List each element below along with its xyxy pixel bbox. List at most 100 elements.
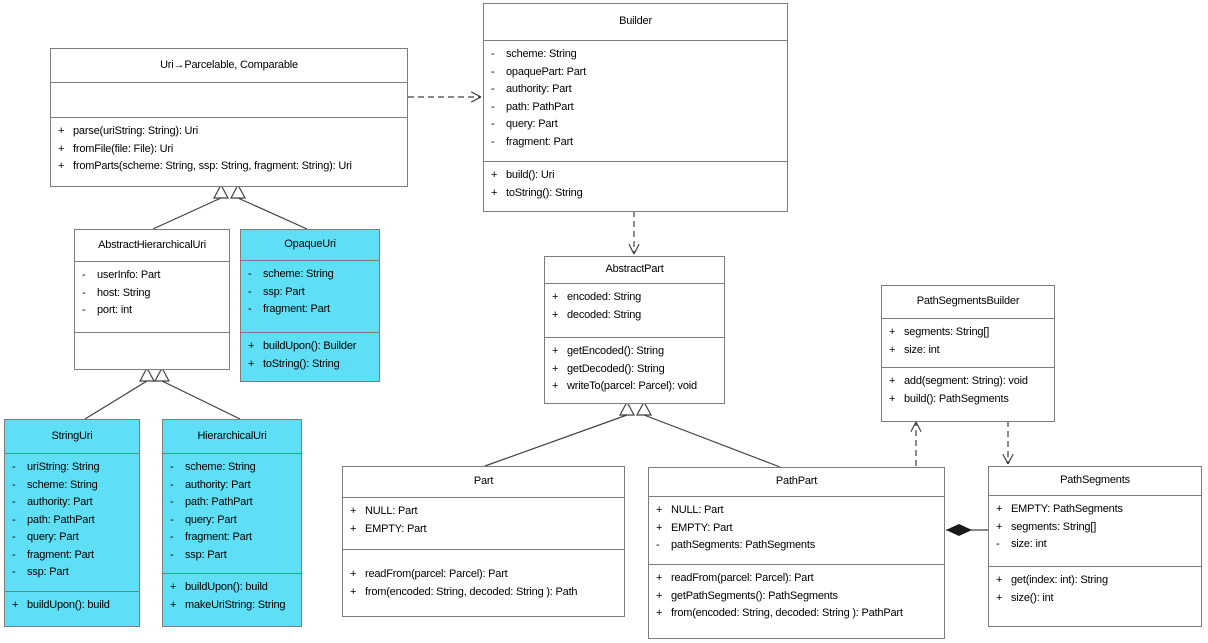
- member-text: toString(): String: [263, 357, 340, 370]
- visibility-sign: -: [12, 478, 16, 491]
- builder-attribute-row: -scheme: String: [491, 46, 783, 64]
- string-uri-attribute-row: -authority: Part: [12, 494, 135, 512]
- member-text: authority: Part: [185, 478, 251, 491]
- builder-attribute-row: -opaquePart: Part: [491, 64, 783, 82]
- composition-diamond: [946, 524, 972, 536]
- abstract-part-method-row: +getDecoded(): String: [552, 361, 720, 379]
- builder-methods-section: +build(): Uri+toString(): String: [484, 161, 787, 211]
- opaque-uri-method-row: +toString(): String: [248, 356, 375, 374]
- visibility-sign: -: [12, 531, 16, 543]
- member-text: fragment: Part: [263, 303, 330, 315]
- visibility-sign: +: [170, 581, 177, 593]
- class-uri[interactable]: Uri→Parcelable, Comparable +parse(uriStri…: [50, 48, 408, 187]
- string-uri-attribute-row: -uriString: String: [12, 459, 135, 477]
- abstract-part-method-row: +getEncoded(): String: [552, 343, 720, 361]
- path-segments-builder-method-row: +build(): PathSegments: [889, 391, 1050, 409]
- part-attribute-row: +NULL: Part: [350, 503, 620, 521]
- abstract-part-attributes-section: +encoded: String+decoded: String: [545, 284, 724, 337]
- visibility-sign: +: [552, 291, 559, 303]
- visibility-sign: +: [996, 574, 1003, 586]
- visibility-sign: -: [170, 478, 174, 491]
- open-arrowhead: [628, 243, 635, 255]
- visibility-sign: -: [12, 513, 16, 526]
- string-uri-attribute-row: -ssp: Part: [12, 564, 135, 582]
- member-text: query: Part: [506, 118, 558, 130]
- member-text: NULL: Part: [365, 505, 418, 517]
- member-text: fromParts(scheme: String, ssp: String, f…: [73, 160, 352, 172]
- visibility-sign: +: [996, 520, 1003, 533]
- member-text: path: PathPart: [185, 496, 253, 508]
- member-text: EMPTY: Part: [365, 522, 427, 535]
- open-arrowhead: [915, 421, 922, 433]
- hierarchical-uri-attribute-row: -ssp: Part: [170, 547, 297, 565]
- member-text: size: int: [1011, 538, 1047, 550]
- class-title-path-segments: PathSegments: [989, 467, 1201, 496]
- dependency-builder-to-abstract-part: [628, 211, 640, 255]
- class-path-segments-builder[interactable]: PathSegmentsBuilder+segments: String[]+s…: [881, 285, 1055, 422]
- member-text: readFrom(parcel: Parcel): Part: [671, 572, 814, 584]
- path-segments-builder-attributes-section: +segments: String[]+size: int: [882, 319, 1054, 367]
- open-arrowhead: [470, 96, 482, 103]
- path-segments-builder-attribute-row: +segments: String[]: [889, 324, 1050, 342]
- class-part[interactable]: Part+NULL: Part+EMPTY: Part+readFrom(par…: [342, 466, 625, 617]
- member-text: fromFile(file: File): Uri: [73, 142, 174, 155]
- class-title-uri: Uri→Parcelable, Comparable: [51, 49, 407, 83]
- member-text: build(): PathSegments: [904, 392, 1009, 405]
- abstract-hierarchical-uri-attribute-row: -userInfo: Part: [82, 267, 225, 285]
- member-text: segments: String[]: [904, 326, 990, 338]
- visibility-sign: -: [12, 566, 16, 578]
- member-text: buildUpon(): build: [27, 599, 110, 611]
- member-text: EMPTY: Part: [671, 521, 733, 534]
- visibility-sign: +: [996, 591, 1003, 604]
- class-title-path-segments-builder: PathSegmentsBuilder: [882, 286, 1054, 319]
- visibility-sign: +: [491, 186, 498, 199]
- class-opaque-uri[interactable]: OpaqueUri-scheme: String-ssp: Part-fragm…: [240, 229, 380, 382]
- visibility-sign: +: [58, 160, 65, 172]
- class-hierarchical-uri[interactable]: HierarchicalUri-scheme: String-authority…: [162, 419, 302, 627]
- class-path-part[interactable]: PathPart+NULL: Part+EMPTY: Part-pathSegm…: [648, 467, 945, 639]
- open-arrowhead: [470, 91, 482, 98]
- generalization-string-uri-to-abstract-hierarchical-uri: [84, 366, 156, 420]
- path-segments-builder-attribute-row: +size: int: [889, 342, 1050, 360]
- class-path-segments[interactable]: PathSegments+EMPTY: PathSegments+segment…: [988, 466, 1202, 627]
- path-segments-methods-section: +get(index: int): String+size(): int: [989, 566, 1201, 626]
- path-segments-builder-method-row: +add(segment: String): void: [889, 373, 1050, 391]
- part-methods-section: +readFrom(parcel: Parcel): Part+from(enc…: [343, 549, 624, 616]
- class-abstract-part[interactable]: AbstractPart+encoded: String+decoded: St…: [544, 256, 725, 404]
- path-segments-method-row: +size(): int: [996, 590, 1197, 608]
- generalization-triangle: [212, 183, 230, 199]
- path-segments-method-row: +get(index: int): String: [996, 572, 1197, 590]
- abstract-hierarchical-uri-methods-section: [75, 332, 229, 369]
- visibility-sign: +: [656, 607, 663, 619]
- visibility-sign: +: [552, 345, 559, 357]
- path-segments-attribute-row: +EMPTY: PathSegments: [996, 501, 1197, 519]
- member-text: readFrom(parcel: Parcel): Part: [365, 568, 508, 580]
- visibility-sign: -: [491, 48, 495, 60]
- member-text: opaquePart: Part: [506, 65, 586, 78]
- visibility-sign: -: [248, 285, 252, 298]
- visibility-sign: -: [491, 65, 495, 78]
- visibility-sign: -: [491, 135, 495, 148]
- member-text: scheme: String: [263, 268, 334, 280]
- hierarchical-uri-attribute-row: -path: PathPart: [170, 494, 297, 512]
- generalization-triangle: [229, 183, 247, 199]
- uri-method-row: +parse(uriString: String): Uri: [58, 123, 403, 141]
- visibility-sign: -: [170, 548, 174, 561]
- member-text: add(segment: String): void: [904, 375, 1028, 387]
- dependency-path-segments-builder-to-path-segments: [1002, 421, 1014, 465]
- class-string-uri[interactable]: StringUri-uriString: String-scheme: Stri…: [4, 419, 140, 627]
- member-text: ssp: Part: [185, 548, 227, 561]
- visibility-sign: +: [58, 125, 65, 137]
- abstract-hierarchical-uri-attribute-row: -host: String: [82, 285, 225, 303]
- visibility-sign: -: [491, 83, 495, 95]
- abstract-hierarchical-uri-attribute-row: -port: int: [82, 302, 225, 320]
- visibility-sign: -: [248, 268, 252, 280]
- class-builder[interactable]: Builder-scheme: String-opaquePart: Part-…: [483, 3, 788, 212]
- string-uri-attribute-row: -query: Part: [12, 529, 135, 547]
- opaque-uri-attribute-row: -ssp: Part: [248, 284, 375, 302]
- class-abstract-hierarchical-uri[interactable]: AbstractHierarchicalUri -userInfo: Part-h…: [74, 229, 230, 370]
- member-text: scheme: String: [185, 461, 256, 473]
- class-title-abstract-hierarchical-uri: AbstractHierarchicalUri: [75, 230, 229, 262]
- hierarchical-uri-attribute-row: -query: Part: [170, 512, 297, 530]
